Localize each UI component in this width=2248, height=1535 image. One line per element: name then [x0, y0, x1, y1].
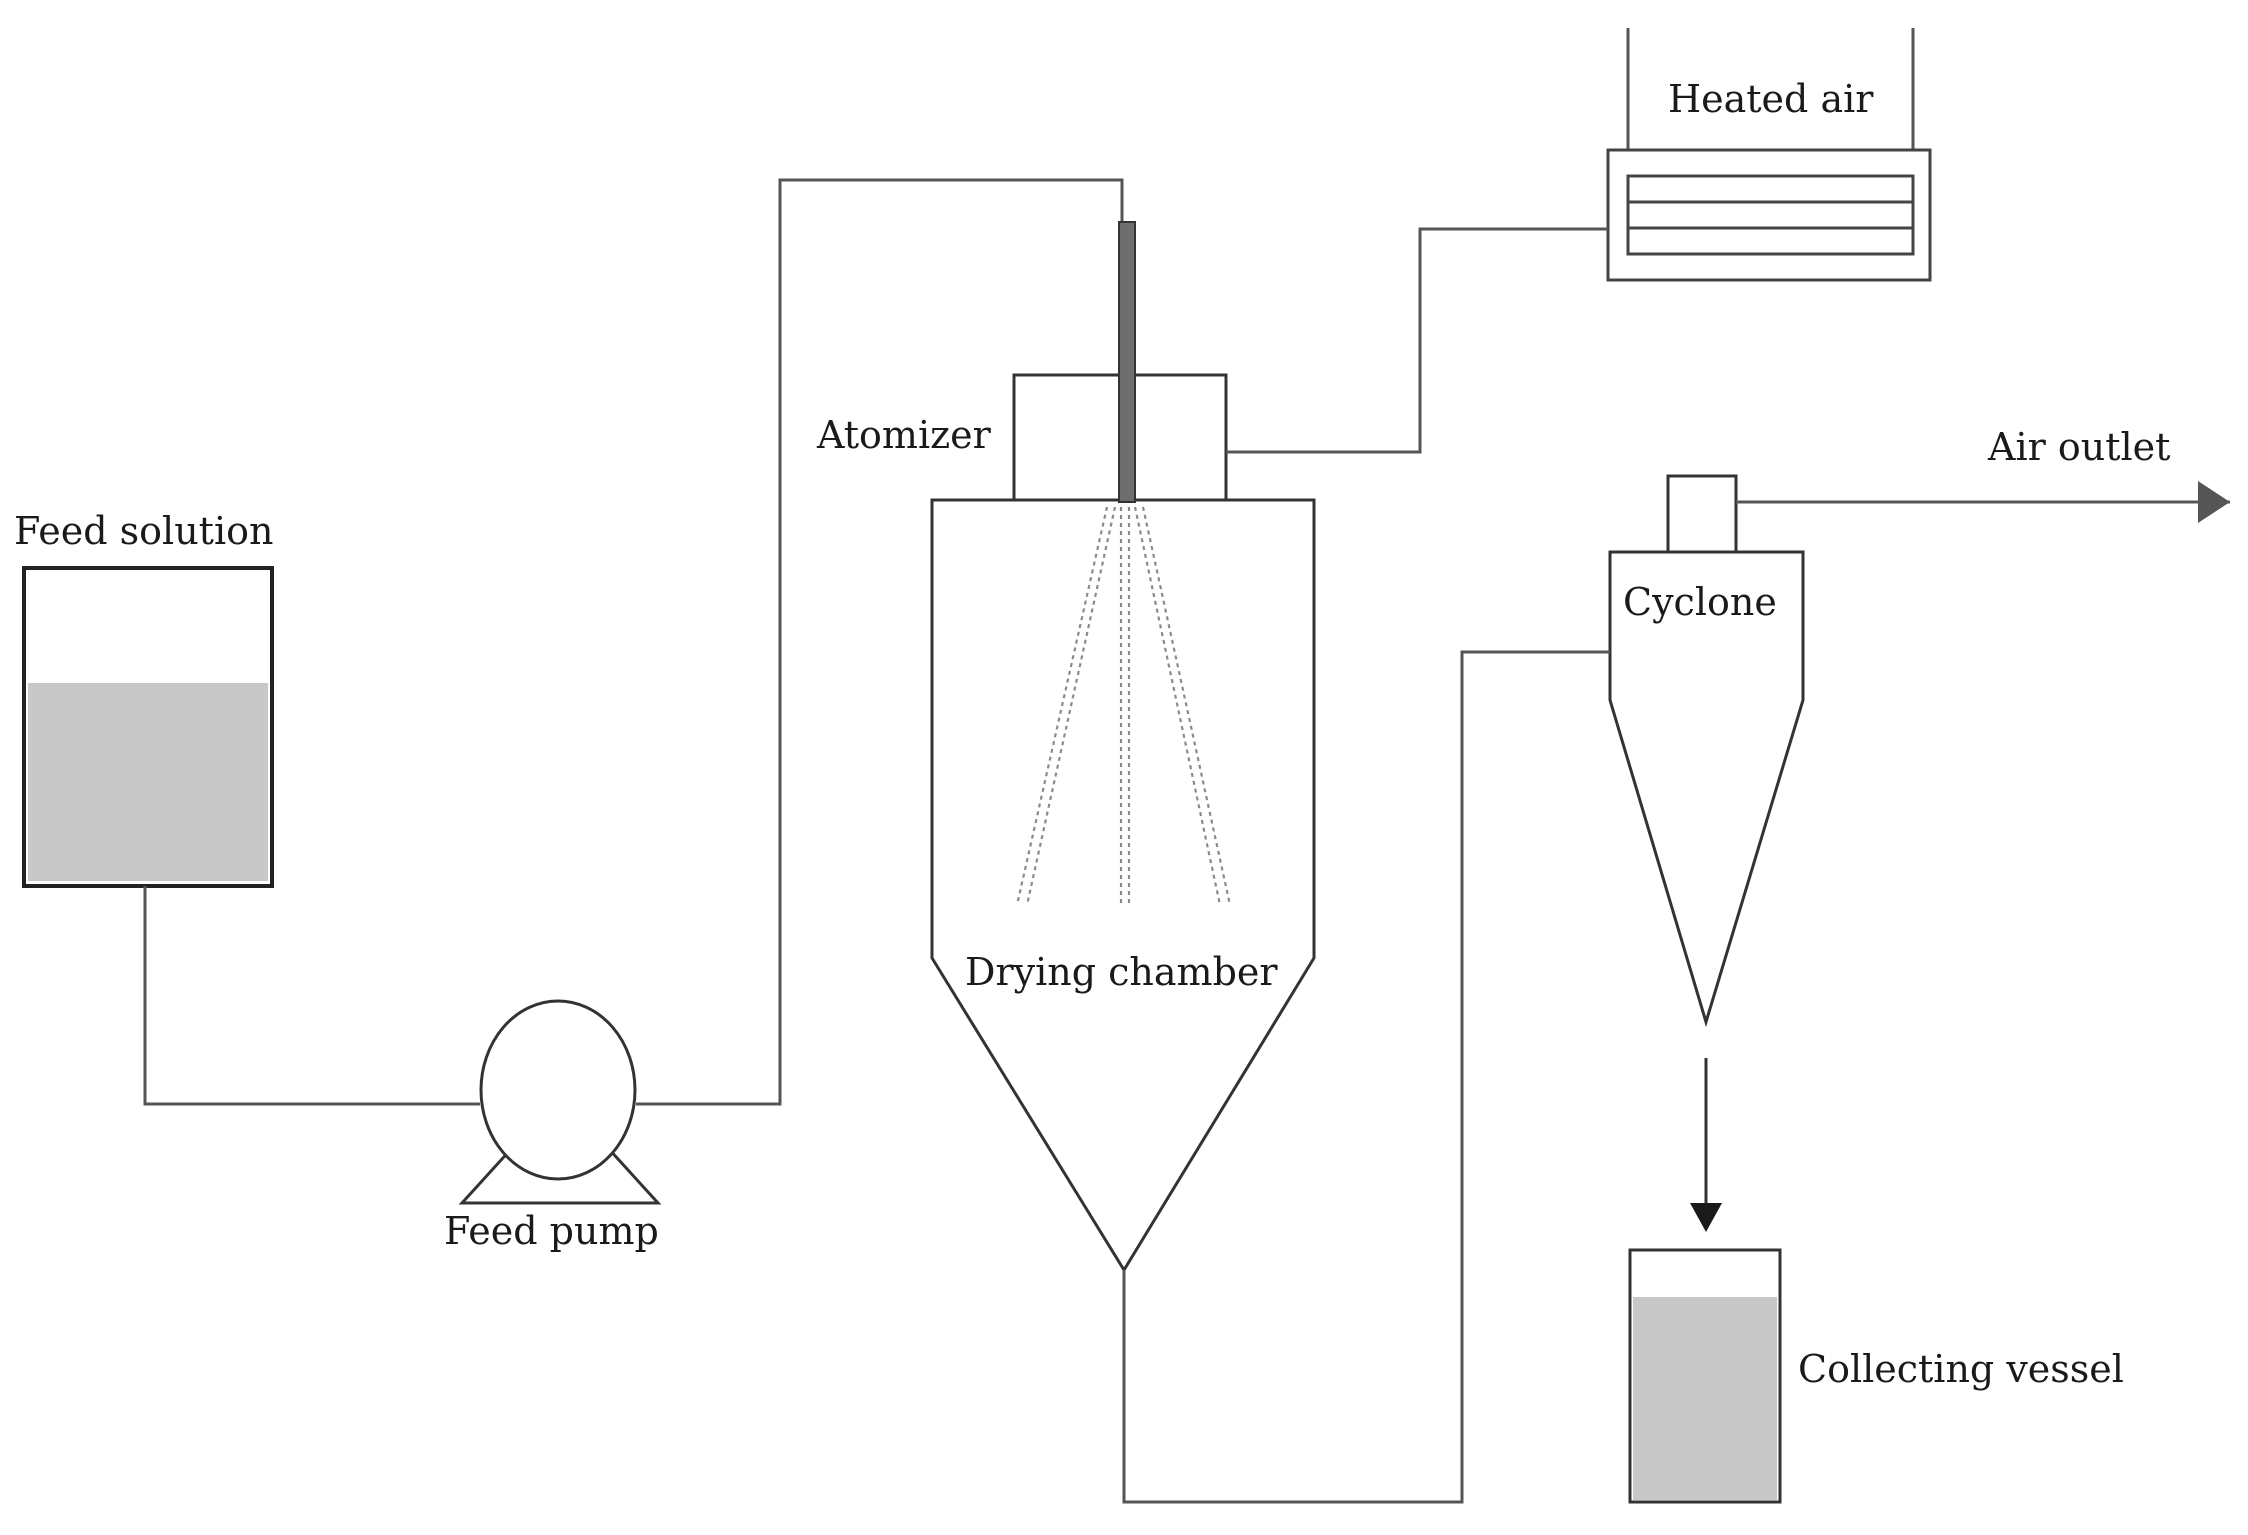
pipe-heater-to-atomizer [1226, 227, 1608, 454]
atomizer-label: Atomizer [816, 413, 992, 457]
collecting-vessel [1628, 1248, 1782, 1504]
spray-line [1133, 506, 1222, 906]
feed-tank-liquid [28, 683, 268, 881]
spray-pattern [1015, 506, 1232, 906]
drying-chamber [930, 498, 1316, 1273]
spray-line [1025, 506, 1117, 906]
air-heater [1606, 28, 1932, 282]
pump-body [479, 999, 637, 1181]
cyclone-body [1608, 550, 1805, 1028]
air-outlet-label: Air outlet [1987, 425, 2170, 469]
heater-outer [1606, 148, 1932, 282]
pipe-pump-to-atomizer [636, 178, 1124, 1106]
heater-inner [1626, 174, 1915, 256]
heated-air-label: Heated air [1668, 77, 1874, 121]
feed-pump [458, 999, 662, 1205]
feed-pump-label: Feed pump [444, 1209, 659, 1253]
collecting-vessel-label: Collecting vessel [1798, 1347, 2124, 1391]
drying-chamber-label: Drying chamber [965, 950, 1278, 994]
cyclone [1608, 474, 1805, 1028]
product-flow-arrowhead [1690, 1203, 1722, 1232]
vessel-product [1633, 1297, 1777, 1500]
pipe-tank-to-pump [143, 886, 480, 1106]
spray-line [1141, 506, 1232, 906]
feed-solution-tank [22, 566, 274, 888]
pipe-chamber-to-cyclone [1122, 650, 1610, 1504]
feed-solution-label: Feed solution [14, 509, 273, 553]
cyclone-outlet-tube [1666, 474, 1738, 554]
air-outlet-arrowhead [2198, 481, 2230, 523]
atomizer-nozzle [1118, 221, 1136, 503]
cyclone-label: Cyclone [1623, 580, 1777, 624]
